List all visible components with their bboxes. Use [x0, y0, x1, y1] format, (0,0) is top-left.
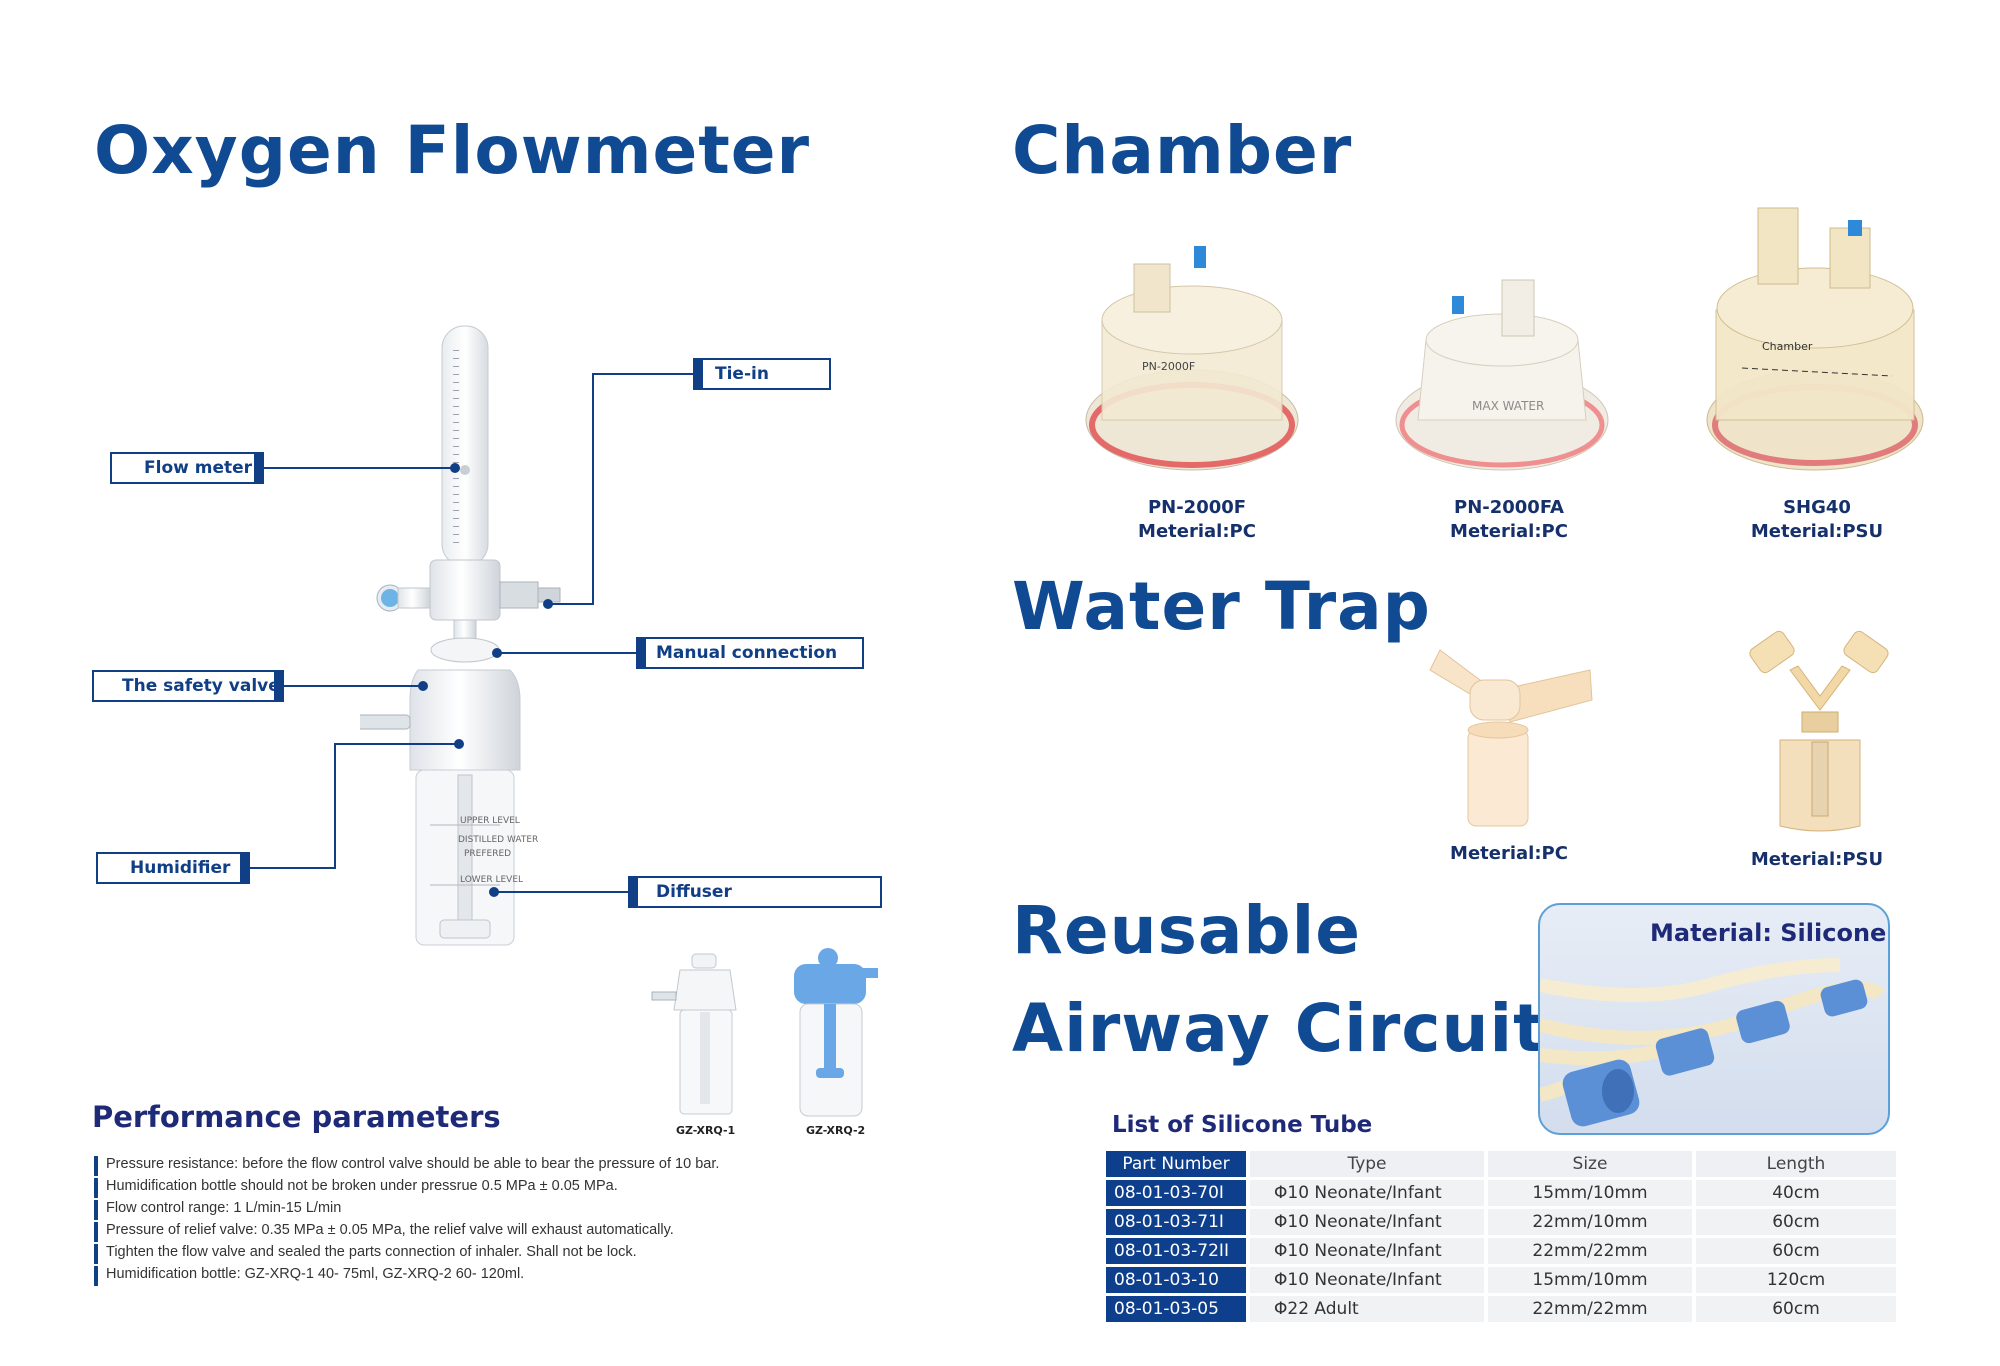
chamber-pn-2000f-image: PN-2000F [1085, 246, 1299, 471]
cell-size: 15mm/10mm [1484, 1180, 1692, 1206]
cell-part-number: 08-01-03-71I [1106, 1209, 1246, 1235]
water-trap-title: Water Trap [1012, 568, 1431, 645]
chamber-shg40-caption: SHG40 Meterial:PSU [1712, 496, 1922, 544]
circuit-title-line2: Airway Circuit [1012, 990, 1546, 1067]
callout-manual-connection-label: Manual connection [656, 643, 838, 663]
callout-safety-valve: The safety valve [92, 670, 284, 702]
performance-item: Humidification bottle should not be brok… [94, 1176, 719, 1198]
circuit-title-line1: Reusable [1012, 892, 1362, 969]
cell-type: Φ10 Neonate/Infant [1246, 1238, 1484, 1264]
table-row: 08-01-03-72II Φ10 Neonate/Infant 22mm/22… [1106, 1238, 1896, 1264]
bottle-gz-xrq-1-illustration [651, 953, 737, 1115]
cell-part-number: 08-01-03-72II [1106, 1238, 1246, 1264]
header-part-number: Part Number [1106, 1151, 1246, 1177]
chamber-pn-2000fa-image: MAX WATER [1395, 279, 1609, 471]
chamber-pn-2000fa-caption: PN-2000FA Meterial:PC [1404, 496, 1614, 544]
table-row: 08-01-03-10 Φ10 Neonate/Infant 15mm/10mm… [1106, 1267, 1896, 1293]
chamber-shg40-image: Chamber [1706, 207, 1924, 471]
cell-type: Φ10 Neonate/Infant [1246, 1180, 1484, 1206]
bottle-distilled-water: DISTILLED WATER [458, 835, 538, 845]
callout-humidifier: Humidifier [96, 852, 250, 884]
callout-diffuser: Diffuser [628, 876, 882, 908]
cell-size: 22mm/10mm [1484, 1209, 1692, 1235]
cell-size: 22mm/22mm [1484, 1238, 1692, 1264]
cell-length: 60cm [1692, 1296, 1896, 1322]
chamber-pn-2000f-material: Meterial:PC [1138, 521, 1256, 542]
chamber-shg40-material: Meterial:PSU [1750, 521, 1884, 542]
callout-flow-meter-label: Flow meter [144, 458, 253, 478]
callout-tie-in-label: Tie-in [715, 364, 769, 384]
table-row: 08-01-03-05 Φ22 Adult 22mm/22mm 60cm [1106, 1296, 1896, 1322]
chamber-shg40-model: SHG40 [1783, 497, 1851, 518]
cell-type: Φ22 Adult [1246, 1296, 1484, 1322]
callout-humidifier-label: Humidifier [130, 858, 231, 878]
chamber-pn-2000fa-print: MAX WATER [1472, 399, 1544, 413]
cell-type: Φ10 Neonate/Infant [1246, 1209, 1484, 1235]
callout-tie-in: Tie-in [693, 358, 831, 390]
cell-part-number: 08-01-03-70I [1106, 1180, 1246, 1206]
header-length: Length [1692, 1151, 1896, 1177]
chamber-pn-2000fa-model: PN-2000FA [1454, 497, 1564, 518]
chamber-pn-2000f-print: PN-2000F [1142, 360, 1195, 373]
performance-title: Performance parameters [92, 1100, 501, 1134]
header-size: Size [1484, 1151, 1692, 1177]
table-row: 08-01-03-71I Φ10 Neonate/Infant 22mm/10m… [1106, 1209, 1896, 1235]
silicone-tube-table: Part Number Type Size Length 08-01-03-70… [1106, 1148, 1896, 1325]
performance-item: Humidification bottle: GZ-XRQ-1 40- 75ml… [94, 1264, 719, 1286]
bottle-gz-xrq-2-label: GZ-XRQ-2 [806, 1124, 866, 1137]
cell-part-number: 08-01-03-10 [1106, 1267, 1246, 1293]
chamber-pn-2000fa-material: Meterial:PC [1450, 521, 1568, 542]
cell-size: 22mm/22mm [1484, 1296, 1692, 1322]
flowmeter-title: Oxygen Flowmeter [94, 112, 811, 189]
performance-item: Tighten the flow valve and sealed the pa… [94, 1242, 719, 1264]
flowmeter-illustration: UPPER LEVEL DISTILLED WATER PREFERED LOW… [360, 325, 561, 946]
cell-length: 60cm [1692, 1209, 1896, 1235]
cell-type: Φ10 Neonate/Infant [1246, 1267, 1484, 1293]
callout-safety-valve-label: The safety valve [122, 676, 280, 696]
bottle-prefered: PREFERED [464, 849, 511, 859]
table-row: 08-01-03-70I Φ10 Neonate/Infant 15mm/10m… [1106, 1180, 1896, 1206]
performance-item: Pressure resistance: before the flow con… [94, 1154, 719, 1176]
bottle-upper-level: UPPER LEVEL [460, 816, 520, 826]
water-trap-pc-image [1429, 649, 1593, 827]
silicone-material-label: Material: Silicone [1650, 919, 1887, 947]
chamber-title: Chamber [1012, 112, 1353, 189]
performance-item: Pressure of relief valve: 0.35 MPa ± 0.0… [94, 1220, 719, 1242]
chamber-pn-2000f-caption: PN-2000F Meterial:PC [1092, 496, 1302, 544]
chamber-shg40-print: Chamber [1762, 340, 1813, 353]
callout-diffuser-label: Diffuser [656, 882, 732, 902]
water-trap-psu-caption: Meterial:PSU [1750, 849, 1884, 870]
cell-length: 40cm [1692, 1180, 1896, 1206]
cell-part-number: 08-01-03-05 [1106, 1296, 1246, 1322]
performance-item: Flow control range: 1 L/min-15 L/min [94, 1198, 719, 1220]
silicone-table-title: List of Silicone Tube [1112, 1112, 1373, 1138]
silicone-tubes-image [1540, 958, 1885, 1127]
water-trap-pc-caption: Meterial:PC [1450, 843, 1568, 864]
bottle-lower-level: LOWER LEVEL [460, 875, 523, 885]
performance-list: Pressure resistance: before the flow con… [94, 1154, 719, 1286]
cell-length: 60cm [1692, 1238, 1896, 1264]
water-trap-psu-image [1749, 630, 1889, 832]
bottle-gz-xrq-1-label: GZ-XRQ-1 [676, 1124, 736, 1137]
chamber-pn-2000f-model: PN-2000F [1147, 497, 1247, 518]
silicone-photo-box: Material: Silicone [1538, 903, 1890, 1135]
cell-length: 120cm [1692, 1267, 1896, 1293]
header-type: Type [1246, 1151, 1484, 1177]
callout-manual-connection: Manual connection [636, 637, 864, 669]
callout-flow-meter: Flow meter [110, 452, 264, 484]
bottle-gz-xrq-2-illustration [794, 948, 878, 1117]
table-header-row: Part Number Type Size Length [1106, 1151, 1896, 1177]
cell-size: 15mm/10mm [1484, 1267, 1692, 1293]
